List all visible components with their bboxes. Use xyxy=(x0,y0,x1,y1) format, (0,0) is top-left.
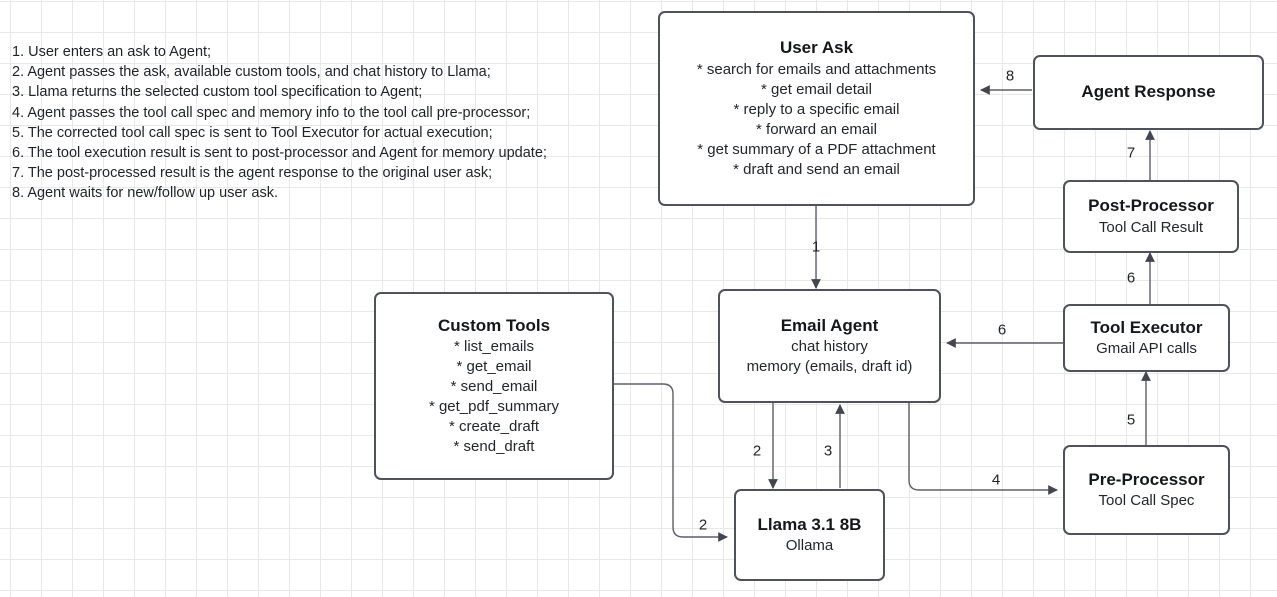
step-line-4: 4. Agent passes the tool call spec and m… xyxy=(12,104,531,121)
node-custom-tools-item-3: * send_email xyxy=(450,378,538,396)
steps-legend: 1. User enters an ask to Agent; 2. Agent… xyxy=(12,42,547,204)
edge-label-1: 1 xyxy=(811,238,821,256)
node-user-ask-item-1: * search for emails and attachments xyxy=(696,60,937,78)
edge-label-2a: 2 xyxy=(752,442,762,460)
edge-label-6b: 6 xyxy=(997,321,1007,339)
node-custom-tools-item-6: * send_draft xyxy=(453,438,535,456)
edge-4-path xyxy=(908,403,1058,495)
edge-2b-path xyxy=(614,383,728,542)
edge-label-8: 8 xyxy=(1005,67,1015,85)
node-user-ask-item-4: * forward an email xyxy=(756,120,877,138)
node-agent-response-title: Agent Response xyxy=(1081,82,1216,102)
edge-label-2b: 2 xyxy=(698,516,708,534)
step-line-8: 8. Agent waits for new/follow up user as… xyxy=(12,185,278,202)
node-post-processor-title: Post-Processor xyxy=(1088,196,1214,216)
step-line-5: 5. The corrected tool call spec is sent … xyxy=(12,124,493,141)
node-post-processor[interactable]: Post-Processor Tool Call Result xyxy=(1063,180,1239,253)
edge-label-3: 3 xyxy=(823,442,833,460)
node-tool-executor[interactable]: Tool Executor Gmail API calls xyxy=(1063,304,1230,372)
node-pre-processor[interactable]: Pre-Processor Tool Call Spec xyxy=(1063,445,1230,535)
node-user-ask-item-5: * get summary of a PDF attachment xyxy=(697,140,936,158)
node-tool-executor-sub: Gmail API calls xyxy=(1096,340,1197,358)
node-user-ask[interactable]: User Ask * search for emails and attachm… xyxy=(658,11,975,206)
node-post-processor-sub: Tool Call Result xyxy=(1098,218,1204,236)
node-custom-tools-title: Custom Tools xyxy=(437,315,551,335)
node-llama-title: Llama 3.1 8B xyxy=(757,514,862,534)
edge-label-6a: 6 xyxy=(1126,269,1136,287)
node-email-agent-title: Email Agent xyxy=(780,315,879,335)
node-llama[interactable]: Llama 3.1 8B Ollama xyxy=(734,489,885,581)
node-user-ask-item-6: * draft and send an email xyxy=(733,160,900,178)
node-user-ask-item-3: * reply to a specific email xyxy=(733,100,900,118)
node-custom-tools[interactable]: Custom Tools * list_emails * get_email *… xyxy=(374,292,614,480)
node-pre-processor-title: Pre-Processor xyxy=(1088,469,1205,489)
node-email-agent-sub-chat-history: chat history xyxy=(791,338,868,356)
edge-label-4: 4 xyxy=(991,471,1001,489)
node-custom-tools-item-2: * get_email xyxy=(456,358,532,376)
edge-label-7: 7 xyxy=(1126,144,1136,162)
step-line-3: 3. Llama returns the selected custom too… xyxy=(12,84,423,101)
node-user-ask-item-2: * get email detail xyxy=(761,80,872,98)
edge-label-5: 5 xyxy=(1126,411,1136,429)
node-email-agent[interactable]: Email Agent chat history memory (emails,… xyxy=(718,289,941,403)
node-tool-executor-title: Tool Executor xyxy=(1090,317,1203,337)
step-line-7: 7. The post-processed result is the agen… xyxy=(12,165,493,182)
node-email-agent-sub-memory: memory (emails, draft id) xyxy=(746,358,913,376)
step-line-6: 6. The tool execution result is sent to … xyxy=(12,145,547,162)
node-pre-processor-sub: Tool Call Spec xyxy=(1098,492,1195,510)
node-custom-tools-item-4: * get_pdf_summary xyxy=(428,398,560,416)
node-custom-tools-item-1: * list_emails xyxy=(453,338,535,356)
node-custom-tools-item-5: * create_draft xyxy=(448,418,540,436)
node-agent-response[interactable]: Agent Response xyxy=(1033,55,1264,130)
node-user-ask-title: User Ask xyxy=(779,38,854,58)
node-llama-sub: Ollama xyxy=(785,537,834,555)
step-line-1: 1. User enters an ask to Agent; xyxy=(12,44,212,60)
step-line-2: 2. Agent passes the ask, available custo… xyxy=(12,64,491,81)
